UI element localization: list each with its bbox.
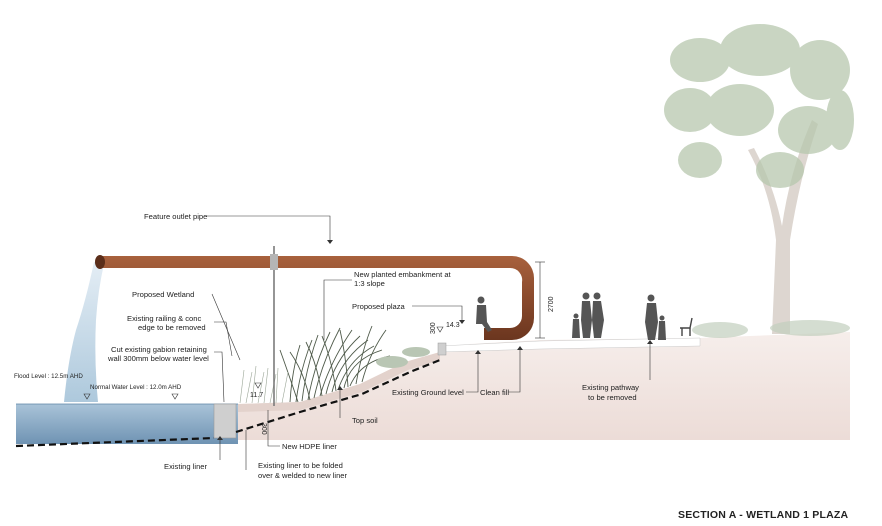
label-railing-line1: Existing railing & conc bbox=[127, 314, 201, 323]
embankment-shrubs bbox=[376, 347, 430, 368]
label-existing-ground-level: Existing Ground level bbox=[392, 388, 464, 397]
label-flood-level: Flood Level : 12.5m AHD bbox=[14, 373, 83, 380]
label-gabion-line2: wall 300mm below water level bbox=[107, 354, 209, 363]
label-existing-liner: Existing liner bbox=[164, 462, 208, 471]
section-title: SECTION A - WETLAND 1 PLAZA bbox=[678, 509, 849, 521]
label-top-soil: Top soil bbox=[352, 416, 378, 425]
label-normal-water-level: Normal Water Level : 12.0m AHD bbox=[90, 384, 182, 391]
label-pathway-line1: Existing pathway bbox=[582, 383, 639, 392]
label-proposed-plaza: Proposed plaza bbox=[352, 302, 406, 311]
dimension-300-plaza: 300 bbox=[430, 322, 437, 334]
pipe-support-collar bbox=[270, 254, 278, 270]
wetland-reeds bbox=[279, 325, 391, 403]
level-markers bbox=[83, 326, 444, 400]
person-group bbox=[572, 292, 604, 338]
wetland-grass bbox=[239, 365, 289, 404]
dimension-300-bottom: 300 bbox=[260, 423, 267, 435]
leader-arrows bbox=[217, 240, 653, 440]
person-sitting bbox=[476, 296, 492, 332]
label-liner-fold-line2: over & welded to new liner bbox=[258, 471, 348, 480]
label-gabion-line1: Cut existing gabion retaining bbox=[111, 345, 207, 354]
top-soil-band bbox=[238, 352, 440, 412]
label-liner-fold-line1: Existing liner to be folded bbox=[258, 461, 343, 470]
background-shrubs bbox=[692, 320, 850, 338]
dimension-2700: 2700 bbox=[548, 296, 555, 312]
person-adult-child bbox=[645, 294, 666, 340]
gum-tree bbox=[664, 24, 854, 334]
water-outfall bbox=[64, 262, 104, 402]
label-embankment-line2: 1:3 slope bbox=[354, 279, 385, 288]
leader-lines bbox=[206, 215, 651, 470]
label-new-hdpe-liner: New HDPE liner bbox=[282, 442, 337, 451]
pipe-outlet-end bbox=[95, 255, 105, 269]
label-railing-line2: edge to be removed bbox=[138, 323, 206, 332]
label-pathway-line2: to be removed bbox=[588, 393, 637, 402]
feature-outlet-pipe bbox=[95, 255, 534, 340]
existing-liner bbox=[15, 358, 441, 448]
label-proposed-wetland: Proposed Wetland bbox=[132, 290, 194, 299]
label-feature-outlet-pipe: Feature outlet pipe bbox=[144, 212, 207, 221]
gabion-wall bbox=[213, 403, 237, 439]
plaza-edge bbox=[437, 342, 447, 356]
wetland-water bbox=[16, 404, 238, 444]
label-clean-fill: Clean fill bbox=[480, 388, 509, 397]
dimension-11-7: 11.7 bbox=[250, 392, 263, 399]
label-embankment-line1: New planted embankment at bbox=[354, 270, 452, 279]
park-bench bbox=[680, 317, 693, 336]
dimension-14-3: 14.3 bbox=[446, 322, 460, 329]
people-silhouettes bbox=[476, 292, 666, 340]
ground-mass bbox=[238, 332, 850, 440]
